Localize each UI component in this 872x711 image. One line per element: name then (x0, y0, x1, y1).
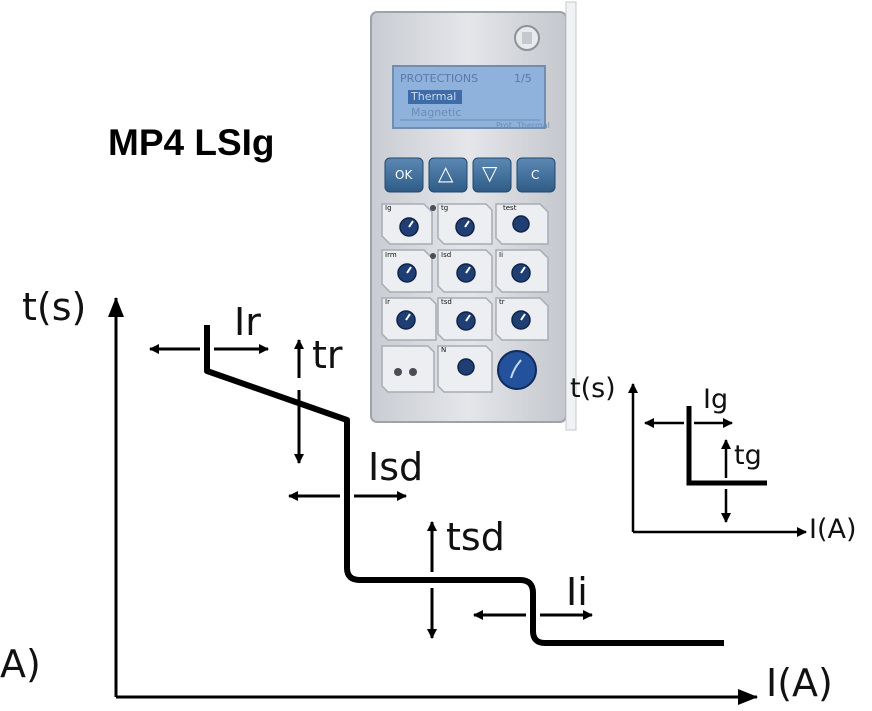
dial-label-ig: Ig (385, 204, 392, 212)
isd-label: Isd (368, 445, 424, 489)
ii-label: Ii (566, 570, 588, 614)
lcd-footer: Prot. Thermal (496, 121, 550, 130)
lcd-page: 1/5 (514, 72, 532, 85)
inset-ground-fault-curve (686, 406, 767, 486)
test-port (409, 368, 417, 376)
dial-label-tr: tr (499, 298, 505, 306)
tg-label: tg (734, 440, 762, 471)
test-port (394, 368, 402, 376)
x-axis-label: I(A) (766, 661, 833, 705)
tr-label: tr (312, 333, 343, 377)
ig-label: Ig (703, 384, 729, 415)
left-cut-axis-label: A) (0, 642, 41, 686)
dial-label-irm: Irm (385, 251, 397, 259)
dial-label-isd: Isd (441, 251, 452, 259)
lcd-header: PROTECTIONS (400, 72, 479, 85)
dial-label-ii: Ii (499, 251, 504, 259)
dial-label-test: test (503, 204, 517, 212)
ir-label: Ir (234, 300, 261, 344)
dial-label-n: N (441, 346, 447, 354)
lcd-next-item: Magnetic (411, 106, 462, 119)
tsd-label: tsd (446, 515, 505, 559)
ok-button[interactable] (384, 157, 424, 193)
dial-label-tg: tg (441, 204, 449, 212)
down-button-label: ▽ (482, 161, 498, 185)
dial-label-ir: Ir (385, 298, 390, 306)
inset-y-axis-label: t(s) (570, 373, 616, 404)
rotary-knob[interactable] (497, 350, 537, 390)
lcd-selection (408, 90, 462, 104)
up-button[interactable] (428, 157, 468, 193)
y-axis-label: t(s) (22, 285, 87, 329)
product-title: MP4 LSIg (108, 122, 275, 163)
tripping-curve (204, 325, 724, 646)
led-indicator (430, 205, 436, 211)
keypad (384, 157, 556, 193)
up-button-label: △ (438, 161, 454, 185)
clear-button-label: C (531, 168, 540, 182)
dial-label-tsd: tsd (441, 298, 452, 306)
inset-x-axis-label: I(A) (809, 514, 857, 545)
led-indicator (430, 253, 436, 259)
lcd-selected-item: Thermal (411, 90, 457, 103)
clear-button[interactable] (516, 157, 556, 193)
ok-button-label: OK (395, 168, 413, 182)
down-button[interactable] (472, 157, 512, 193)
